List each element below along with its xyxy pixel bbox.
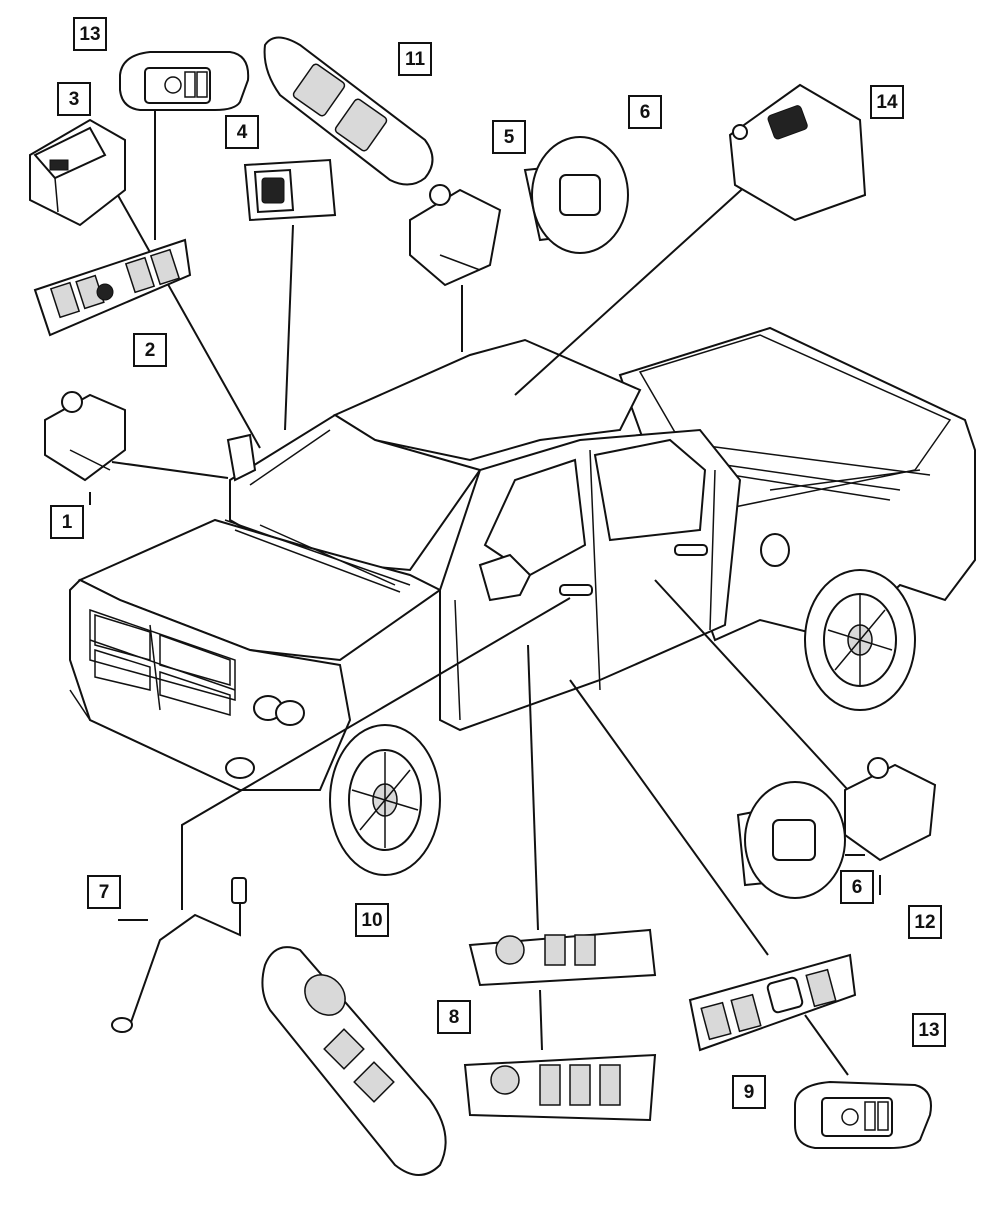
callout-2: 2 (133, 333, 167, 367)
switch-6-round (736, 781, 846, 899)
leader-lines (89, 88, 881, 1076)
switch-5-cab (409, 184, 502, 287)
callout-14: 14 (870, 85, 904, 119)
switch-3 (29, 118, 126, 227)
pickup-truck (69, 326, 976, 876)
switch-panel-8-lower (463, 1053, 657, 1122)
callout-6-top: 6 (628, 95, 662, 129)
switch-4 (243, 158, 337, 222)
callout-1: 1 (50, 505, 84, 539)
callout-10: 10 (355, 903, 389, 937)
switch-panel-2 (33, 238, 192, 337)
switch-bezel-13-top (119, 51, 250, 111)
switch-panel-8-upper (468, 928, 657, 987)
switch-1 (44, 391, 126, 482)
callout-6-bottom: 6 (840, 870, 874, 904)
wire-harness-7 (111, 877, 247, 1033)
callout-13-bottom: 13 (912, 1013, 946, 1047)
switch-12 (844, 757, 937, 862)
switch-bezel-13-bottom (794, 1080, 932, 1149)
switch-panel-9 (688, 953, 857, 1052)
callout-4: 4 (225, 115, 259, 149)
callout-3: 3 (57, 82, 91, 116)
switch-5-round (523, 136, 629, 254)
switch-bezel-11 (263, 36, 434, 186)
callout-7: 7 (87, 875, 121, 909)
callout-12: 12 (908, 905, 942, 939)
callout-5: 5 (492, 120, 526, 154)
callout-8: 8 (437, 1000, 471, 1034)
callout-13-top: 13 (73, 17, 107, 51)
switch-14 (728, 83, 867, 222)
switch-bezel-10 (261, 946, 447, 1176)
callout-9: 9 (732, 1075, 766, 1109)
callout-11: 11 (398, 42, 432, 76)
